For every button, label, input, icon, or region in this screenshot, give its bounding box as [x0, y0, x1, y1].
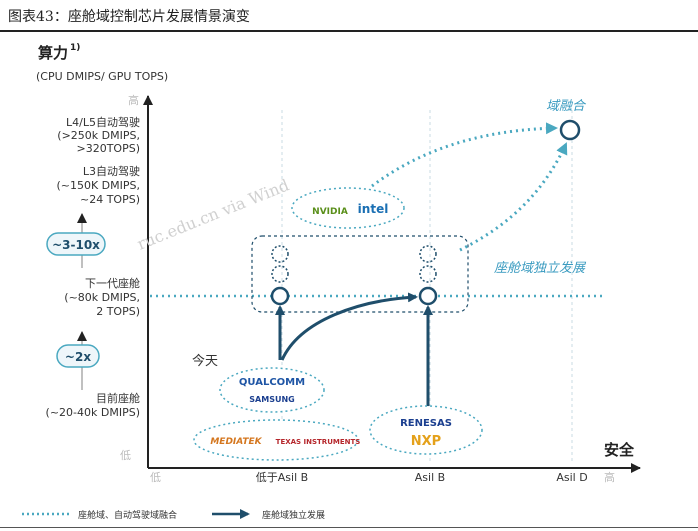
y-level-current-line2: (~20-40k DMIPS): [46, 406, 140, 419]
node-ghost-2: [271, 265, 289, 283]
multiplier-pill-lower: [56, 344, 100, 368]
legend-dotted-label: 座舱域、自动驾驶域融合: [78, 509, 177, 521]
multiplier-pill-upper: [46, 232, 106, 256]
vendor-intel-logo: intel: [358, 202, 389, 216]
vendor-samsung-logo: SAMSUNG: [249, 395, 294, 404]
arrow-fusion-from-group: [459, 142, 568, 252]
y-level-l45-line2: (>250k DMIPS,: [57, 129, 140, 142]
x-tick-asil-b: Asil B: [415, 471, 445, 484]
annotation-domain-fusion: 域融合: [546, 99, 587, 114]
node-next-gen-asil-b: [418, 286, 438, 306]
y-axis-high: 高: [128, 93, 139, 107]
y-axis-title: 算力: [38, 44, 68, 62]
y-axis-unit: (CPU DMIPS/ GPU TOPS): [36, 70, 168, 83]
y-level-next-line3: 2 TOPS): [96, 305, 140, 318]
annotation-cockpit-independent: 座舱域独立发展: [494, 260, 587, 276]
node-ghost-4: [419, 265, 437, 283]
bottom-rule: [0, 527, 698, 528]
legend-solid-label: 座舱域独立发展: [262, 509, 325, 521]
figure-title: 图表43：座舱域控制芯片发展情景演变: [8, 9, 250, 25]
y-level-next-line2: (~80k DMIPS,: [64, 291, 140, 304]
node-ghost-1: [271, 245, 289, 263]
vendor-nxp-logo: NXP: [411, 434, 441, 449]
vendor-group-cockpit: [219, 367, 325, 413]
y-level-next-line1: 下一代座舱: [85, 276, 140, 290]
annotation-today: 今天: [192, 353, 218, 369]
vendor-renesas-logo: RENESAS: [400, 418, 452, 429]
y-level-l45-line3: >320TOPS): [77, 142, 141, 155]
vendor-group-low: [193, 419, 359, 461]
y-level-l3-line2: (~150K DMIPS,: [56, 179, 140, 192]
y-level-current-line1: 目前座舱: [96, 391, 140, 405]
x-tick-asil-d: Asil D: [556, 471, 587, 484]
multiplier-upper-label: ~3-10x: [52, 238, 100, 252]
title-rule: [0, 30, 698, 32]
x-tick-below-asil-b: 低于Asil B: [256, 471, 308, 484]
y-level-l3-line1: L3自动驾驶: [83, 164, 140, 178]
watermark: ruc.edu.cn via Wind: [134, 175, 291, 253]
node-ghost-3: [419, 245, 437, 263]
vendor-ti-logo: TEXAS INSTRUMENTS: [276, 438, 361, 446]
vendor-group-safety: [369, 405, 483, 455]
next-gen-group-box: [251, 235, 469, 313]
arrow-today-to-asil-b: [280, 292, 418, 361]
arrow-fusion-from-gpu: [371, 122, 558, 188]
x-axis-low: 低: [150, 471, 161, 484]
y-level-l45-line1: L4/L5自动驾驶: [66, 115, 140, 129]
x-axis-title: 安全: [604, 441, 635, 459]
multiplier-lower-label: ~2x: [65, 350, 91, 364]
vendor-mediatek-logo: MEDIATEK: [210, 437, 262, 447]
y-axis-low: 低: [120, 449, 131, 462]
x-axis-high: 高: [604, 470, 615, 484]
vendor-qualcomm-logo: QUALCOMM: [239, 377, 305, 388]
vendor-group-gpu: [291, 187, 405, 229]
vendor-nvidia-logo: NVIDIA: [312, 207, 348, 217]
y-level-l3-line3: ~24 TOPS): [80, 193, 140, 206]
y-axis-title-superscript: 1): [70, 43, 80, 53]
node-next-gen-low-safety: [270, 286, 290, 306]
node-domain-fusion: [559, 119, 581, 141]
